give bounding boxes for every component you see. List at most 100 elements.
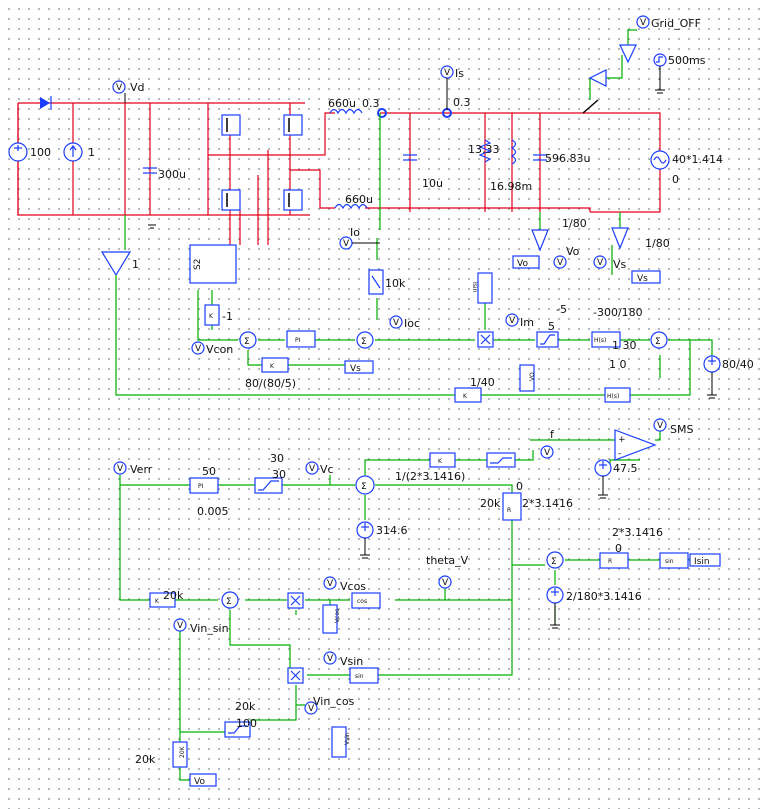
inductor-top-resistance: 0.3	[362, 97, 380, 110]
svg-text:Σ: Σ	[226, 597, 232, 607]
filter-block[interactable]	[486, 452, 516, 468]
gain-minus-1[interactable]: K	[204, 304, 220, 326]
tag-vo[interactable]: Vo	[512, 255, 540, 269]
probe-io[interactable]: V	[339, 236, 380, 250]
capacitor-596u[interactable]	[533, 154, 547, 161]
tag-isin-upper[interactable]: Isin	[471, 272, 493, 304]
gain-20k-a[interactable]: K	[149, 592, 176, 608]
probe-vin-cos[interactable]: V	[304, 701, 318, 715]
probe-vcon[interactable]: V	[191, 341, 205, 355]
probe-ioc[interactable]: V	[389, 315, 403, 329]
dc-source-100[interactable]	[8, 142, 28, 162]
dc-source-2-180[interactable]	[546, 586, 564, 604]
control-wires-upper	[115, 113, 713, 396]
pi-gain-label: 50	[202, 465, 216, 478]
probe-grid-off[interactable]: V	[636, 15, 650, 29]
probe-vs[interactable]: V	[593, 255, 607, 269]
probe-vsin[interactable]: V	[323, 651, 337, 665]
transfer-function-1[interactable]: H(s)	[591, 331, 621, 348]
inductor-16-98m[interactable]	[510, 139, 517, 165]
grid-switch[interactable]	[582, 99, 599, 114]
resistor-10k[interactable]	[368, 269, 384, 295]
integrator-2[interactable]: R	[599, 552, 629, 569]
summer-1[interactable]: Σ	[239, 331, 257, 349]
probe-vc[interactable]: V	[305, 461, 319, 475]
probe-vd[interactable]: V	[112, 80, 126, 103]
limiter-30-low: 30	[272, 468, 286, 481]
probe-f[interactable]: V	[540, 445, 554, 459]
tag-vcos[interactable]: Vcos	[322, 604, 341, 634]
gain-vd-buffer[interactable]	[100, 251, 132, 277]
summer-dq[interactable]: Σ	[221, 591, 239, 609]
gain-vs-1-80[interactable]	[611, 227, 629, 250]
igbt-bridge[interactable]	[221, 114, 303, 211]
probe-vin-sin[interactable]: V	[173, 618, 187, 632]
tag-isin-output[interactable]: Isin	[689, 553, 721, 567]
probe-vcos[interactable]: V	[323, 576, 337, 590]
current-sensor-io[interactable]	[377, 108, 387, 118]
probe-is[interactable]: V	[440, 65, 454, 110]
integrator-1-init: 0	[516, 480, 523, 493]
inductor-660u-bottom[interactable]	[334, 203, 368, 210]
summer-3[interactable]: Σ	[650, 331, 668, 349]
summer-pll[interactable]: Σ	[355, 475, 375, 495]
dc-source-80-40[interactable]	[703, 355, 721, 373]
gain-80-over[interactable]: K	[261, 357, 289, 373]
ac-source[interactable]	[650, 150, 670, 170]
comparator-sms[interactable]: + -	[614, 429, 657, 461]
summer-theta[interactable]: Σ	[546, 551, 564, 569]
gain-80-label: 80/(80/5)	[245, 377, 296, 390]
tag-vo-rotated[interactable]: VO	[519, 364, 536, 392]
dc-source-314[interactable]	[356, 521, 374, 539]
gain-20k-c[interactable]: 20K	[172, 741, 188, 768]
tag-vsin[interactable]: Vsin	[331, 726, 351, 758]
multiplier-cos[interactable]	[287, 592, 304, 609]
diode[interactable]	[40, 96, 52, 110]
integrator-1[interactable]: R	[502, 492, 522, 521]
multiplier-1[interactable]	[477, 331, 494, 348]
inductor-660u-top[interactable]	[329, 108, 363, 115]
probe-io-label: Io	[350, 226, 360, 239]
summer-2[interactable]: Σ	[356, 331, 374, 349]
dc-source-314-label: 314.6	[376, 524, 408, 537]
gain-1-40[interactable]: K	[454, 387, 482, 403]
probe-verr[interactable]: V	[113, 461, 127, 475]
limiter-30[interactable]	[254, 477, 283, 494]
capacitor-300u[interactable]	[143, 167, 157, 174]
multiplier-sin[interactable]	[287, 667, 304, 684]
current-source-1[interactable]	[63, 142, 83, 162]
capacitor-10u[interactable]	[403, 154, 417, 161]
probe-sms[interactable]: V	[653, 418, 667, 432]
step-source-500ms[interactable]	[653, 53, 667, 67]
grid-off-buffer[interactable]	[588, 44, 637, 87]
tag-vs[interactable]: Vs	[631, 270, 661, 284]
limiter-5[interactable]	[536, 331, 559, 348]
probe-vo[interactable]: V	[553, 255, 567, 269]
pi-controller-current[interactable]: PI	[286, 330, 316, 348]
svg-text:PI: PI	[198, 483, 204, 490]
cos-block[interactable]: cos	[351, 592, 381, 609]
tag-vo-bottom[interactable]: Vo	[189, 773, 217, 787]
limiter-low: -5	[556, 303, 567, 316]
dc-source-47-5[interactable]	[594, 459, 612, 477]
sin-block-output[interactable]: sin	[659, 552, 689, 569]
resistor-13-33[interactable]	[478, 139, 492, 163]
probe-vcos-label: Vcos	[340, 580, 366, 593]
control-wires-lower	[119, 428, 690, 781]
probe-im[interactable]: V	[505, 313, 519, 327]
gain-20k-a-label: 20k	[163, 589, 184, 602]
integrator-1-reset: 20k	[480, 497, 501, 510]
gain-vo-1-80[interactable]	[531, 229, 549, 252]
sin-block[interactable]: sin	[349, 667, 379, 684]
probe-theta[interactable]: V	[438, 575, 452, 589]
integrator-2-init: 0	[615, 542, 622, 555]
transfer-function-2[interactable]: H(s)	[604, 387, 631, 403]
delay-block[interactable]	[224, 721, 251, 738]
ac-source-phase: 0	[672, 173, 679, 186]
gate-driver-s2[interactable]: S2	[189, 244, 237, 284]
gain-1-2pi[interactable]: K	[429, 452, 456, 468]
tag-vs-ref[interactable]: Vs	[344, 360, 374, 374]
pi-controller-pll[interactable]: PI	[189, 477, 219, 494]
delay-gain-label: 100	[236, 717, 257, 730]
